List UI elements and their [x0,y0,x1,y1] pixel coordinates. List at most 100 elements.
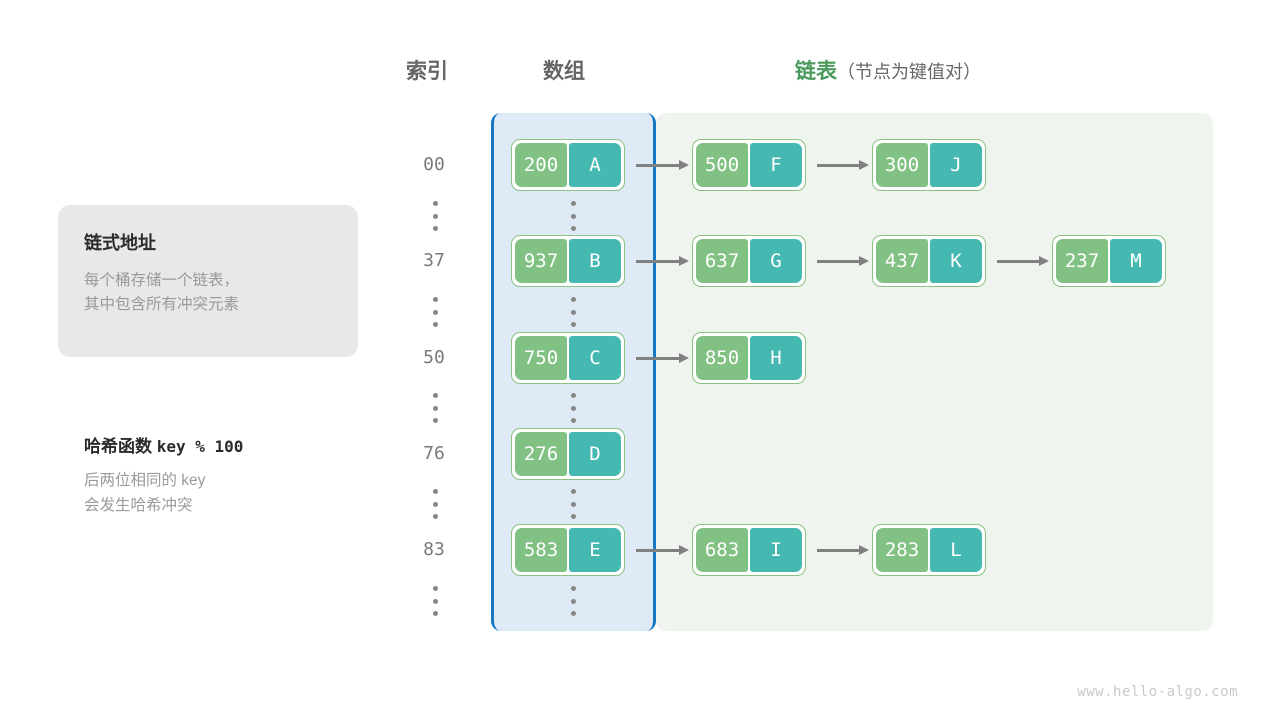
index-ellipsis-icon [428,489,442,519]
index-ellipsis-icon [428,393,442,423]
ellipsis-dot [432,418,438,423]
ellipsis-dot [570,514,576,519]
ellipsis-dot [432,201,438,206]
node-key: 750 [515,336,567,380]
chain-arrow [997,256,1049,266]
node-key: 283 [876,528,928,572]
hash-note-line-2: 会发生哈希冲突 [84,496,193,514]
ellipsis-dot [432,611,438,616]
node-value: L [930,528,982,572]
arrow-shaft [636,259,680,263]
node-key: 583 [515,528,567,572]
arrow-head [679,256,689,266]
ellipsis-dot [432,393,438,398]
array-ellipsis-icon [566,586,580,616]
chain-arrow [636,160,689,170]
chain-arrow [636,353,689,363]
node-value: H [750,336,802,380]
ellipsis-dot [570,489,576,494]
hash-note-line-1: 后两位相同的 key [84,472,206,489]
node-value: B [569,239,621,283]
index-label: 83 [423,539,445,560]
node-key: 300 [876,143,928,187]
node-key: 276 [515,432,567,476]
array-ellipsis-icon [566,393,580,423]
ellipsis-dot [432,322,438,327]
ellipsis-dot [432,514,438,519]
info-card-line-2: 其中包含所有冲突元素 [84,296,240,314]
node-key: 637 [696,239,748,283]
ellipsis-row [0,388,1280,428]
node-key: 437 [876,239,928,283]
ellipsis-dot [432,489,438,494]
node-value: F [750,143,802,187]
node-value: K [930,239,982,283]
array-ellipsis-icon [566,201,580,231]
node-value: J [930,143,982,187]
ellipsis-dot [570,226,576,231]
ellipsis-dot [432,586,438,591]
index-label: 76 [423,443,445,464]
array-ellipsis-icon [566,489,580,519]
ellipsis-dot [432,501,438,507]
arrow-head [679,353,689,363]
chain-arrow [636,256,689,266]
info-card-title: 链式地址 [84,233,156,253]
node-value: M [1110,239,1162,283]
arrow-head [859,160,869,170]
arrow-shaft [817,259,860,263]
node-value: C [569,336,621,380]
node-key: 237 [1056,239,1108,283]
arrow-shaft [636,163,680,167]
ellipsis-dot [570,213,576,219]
node-value: G [750,239,802,283]
index-label: 37 [423,250,445,271]
ellipsis-row [0,292,1280,332]
ellipsis-dot [570,322,576,327]
index-ellipsis-icon [428,201,442,231]
ellipsis-dot [432,309,438,315]
array-ellipsis-icon [566,297,580,327]
ellipsis-dot [432,297,438,302]
node-value: E [569,528,621,572]
ellipsis-row [0,581,1280,621]
chain-arrow [817,545,869,555]
header-linkedlist: 链表（节点为键值对） [795,55,981,85]
index-label: 50 [423,347,445,368]
chain-arrow [817,160,869,170]
arrow-shaft [817,163,860,167]
arrow-head [859,256,869,266]
index-ellipsis-icon [428,586,442,616]
header-index: 索引 [406,60,448,83]
header-linkedlist-note: （节点为键值对） [837,62,981,82]
ellipsis-dot [432,226,438,231]
node-key: 683 [696,528,748,572]
arrow-shaft [817,548,860,552]
ellipsis-dot [570,598,576,604]
ellipsis-dot [570,201,576,206]
ellipsis-dot [570,393,576,398]
arrow-head [1039,256,1049,266]
ellipsis-dot [570,501,576,507]
hash-function-formula: key % 100 [156,437,244,456]
watermark: www.hello-algo.com [1077,684,1238,700]
ellipsis-row [0,196,1280,236]
ellipsis-row [0,484,1280,524]
ellipsis-dot [570,309,576,315]
ellipsis-dot [570,611,576,616]
